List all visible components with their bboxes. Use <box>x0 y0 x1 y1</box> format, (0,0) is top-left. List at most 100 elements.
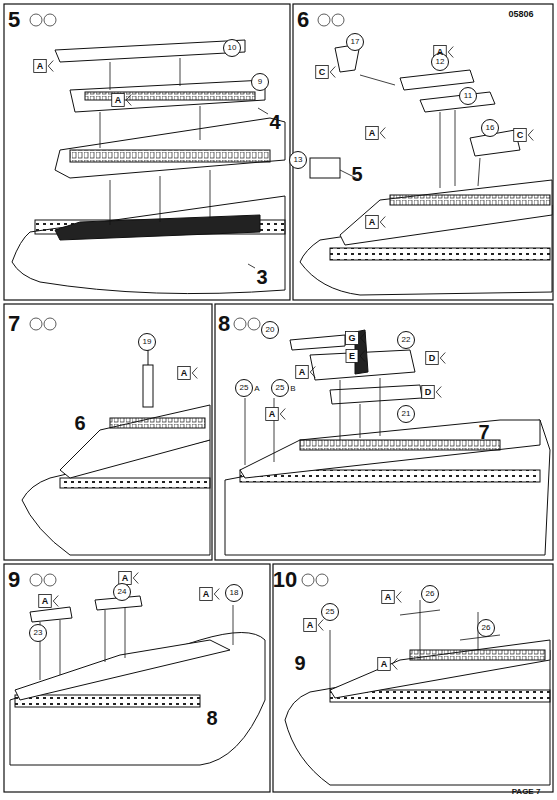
colour-flag-letter: A <box>115 96 122 105</box>
flag-box <box>345 332 358 345</box>
flag-box <box>296 366 309 379</box>
callout-circle: 26 <box>421 585 439 603</box>
step-number: 5 <box>351 164 362 184</box>
flag-notch <box>192 368 197 379</box>
flag-box <box>266 408 279 421</box>
callout-number: 25 <box>276 384 285 392</box>
colour-flag-letter: A <box>299 368 306 377</box>
step-number: 10 <box>273 569 297 591</box>
step-number: 3 <box>256 267 267 287</box>
callout-circle: 25 <box>321 603 339 621</box>
flag-box <box>382 591 395 604</box>
flag-notch <box>436 387 441 398</box>
colour-flag-letter: A <box>369 218 376 227</box>
colour-flag-letter: D <box>429 354 436 363</box>
flag-box <box>366 127 379 140</box>
callout-number: 13 <box>294 156 303 164</box>
colour-flag-letter: A <box>381 660 388 669</box>
flag-notch <box>360 351 365 362</box>
flag-notch <box>440 353 445 364</box>
callout-circle: 23 <box>29 624 47 642</box>
callout-circle: 19 <box>138 333 156 351</box>
callout-circle: 22 <box>397 331 415 349</box>
callout-circle: 25 <box>271 379 289 397</box>
flag-box <box>112 94 125 107</box>
callout-circle: 21 <box>397 405 415 423</box>
callout-number: 11 <box>464 92 472 100</box>
callout-number: 25 <box>240 384 249 392</box>
flag-box <box>378 658 391 671</box>
callout-number: 21 <box>402 410 411 418</box>
step-number: 6 <box>297 9 309 31</box>
callout-circle: 18 <box>225 584 243 602</box>
callout-circle: 26 <box>477 619 495 637</box>
colour-flag-letter: A <box>437 48 444 57</box>
callout-number: 26 <box>426 590 435 598</box>
flag-box <box>346 350 358 363</box>
flag-box <box>316 66 329 79</box>
flag-notch <box>310 367 315 378</box>
callout-circle: 13 <box>289 151 307 169</box>
flag-notch <box>396 592 401 603</box>
step-number: 6 <box>74 413 85 433</box>
colour-flag-letter: A <box>369 129 376 138</box>
flag-notch <box>380 128 385 139</box>
step-number: 9 <box>8 569 20 591</box>
flag-box <box>178 367 191 380</box>
callout-number: 25 <box>326 608 335 616</box>
flag-box <box>34 60 47 73</box>
colour-flag-letter: A <box>181 369 188 378</box>
step-number: 7 <box>478 422 489 442</box>
colour-flag-letter: C <box>319 68 326 77</box>
callout-number: 16 <box>486 124 495 132</box>
flag-box <box>426 352 439 365</box>
colour-flag-letter: A <box>203 590 210 599</box>
callout-number: 26 <box>482 624 491 632</box>
step-number: 7 <box>8 313 20 335</box>
flag-notch <box>330 67 335 78</box>
step-number: 4 <box>269 112 280 132</box>
flag-notch <box>318 620 323 631</box>
flag-box <box>200 588 213 601</box>
callout-circle: 25 <box>235 379 253 397</box>
colour-flag-letter: E <box>349 352 355 361</box>
flag-notch <box>126 95 131 106</box>
flag-notch <box>528 130 533 141</box>
flag-notch <box>48 61 53 72</box>
colour-flag-letter: A <box>37 62 44 71</box>
callout-circle: 17 <box>346 33 364 51</box>
step-number: 9 <box>294 653 305 673</box>
callout-circle: 9 <box>251 73 269 91</box>
colour-flag-letter: C <box>517 131 524 140</box>
flag-notch <box>280 409 285 420</box>
callout-circle: 20 <box>261 321 279 339</box>
callout-circle: 24 <box>113 583 131 601</box>
colour-flag-letter: A <box>42 597 49 606</box>
page-label: 05806 <box>508 10 533 19</box>
flag-notch <box>133 573 138 584</box>
flag-box <box>304 619 317 632</box>
colour-flag-letter: A <box>307 621 314 630</box>
colour-flag-letter: A <box>269 410 276 419</box>
flag-box <box>39 595 52 608</box>
page-label: B <box>290 385 295 393</box>
flag-box <box>366 216 379 229</box>
callout-number: 24 <box>118 588 127 596</box>
flag-notch <box>53 596 58 607</box>
callout-number: 19 <box>143 338 152 346</box>
callout-circle: 16 <box>481 119 499 137</box>
callout-number: 22 <box>402 336 411 344</box>
colour-flag-letter: A <box>385 593 392 602</box>
flag-box <box>422 386 435 399</box>
flag-notch <box>392 659 397 670</box>
colour-flag-letter: G <box>348 334 355 343</box>
page-label: PAGE 7 <box>512 788 541 796</box>
step-number: 5 <box>8 9 20 31</box>
flag-notch <box>361 333 366 344</box>
flag-notch <box>380 217 385 228</box>
callout-number: 12 <box>436 58 445 66</box>
callout-number: 20 <box>266 326 275 334</box>
callout-circle: 10 <box>223 39 241 57</box>
callout-number: 9 <box>258 78 262 86</box>
callout-number: 10 <box>228 44 237 52</box>
